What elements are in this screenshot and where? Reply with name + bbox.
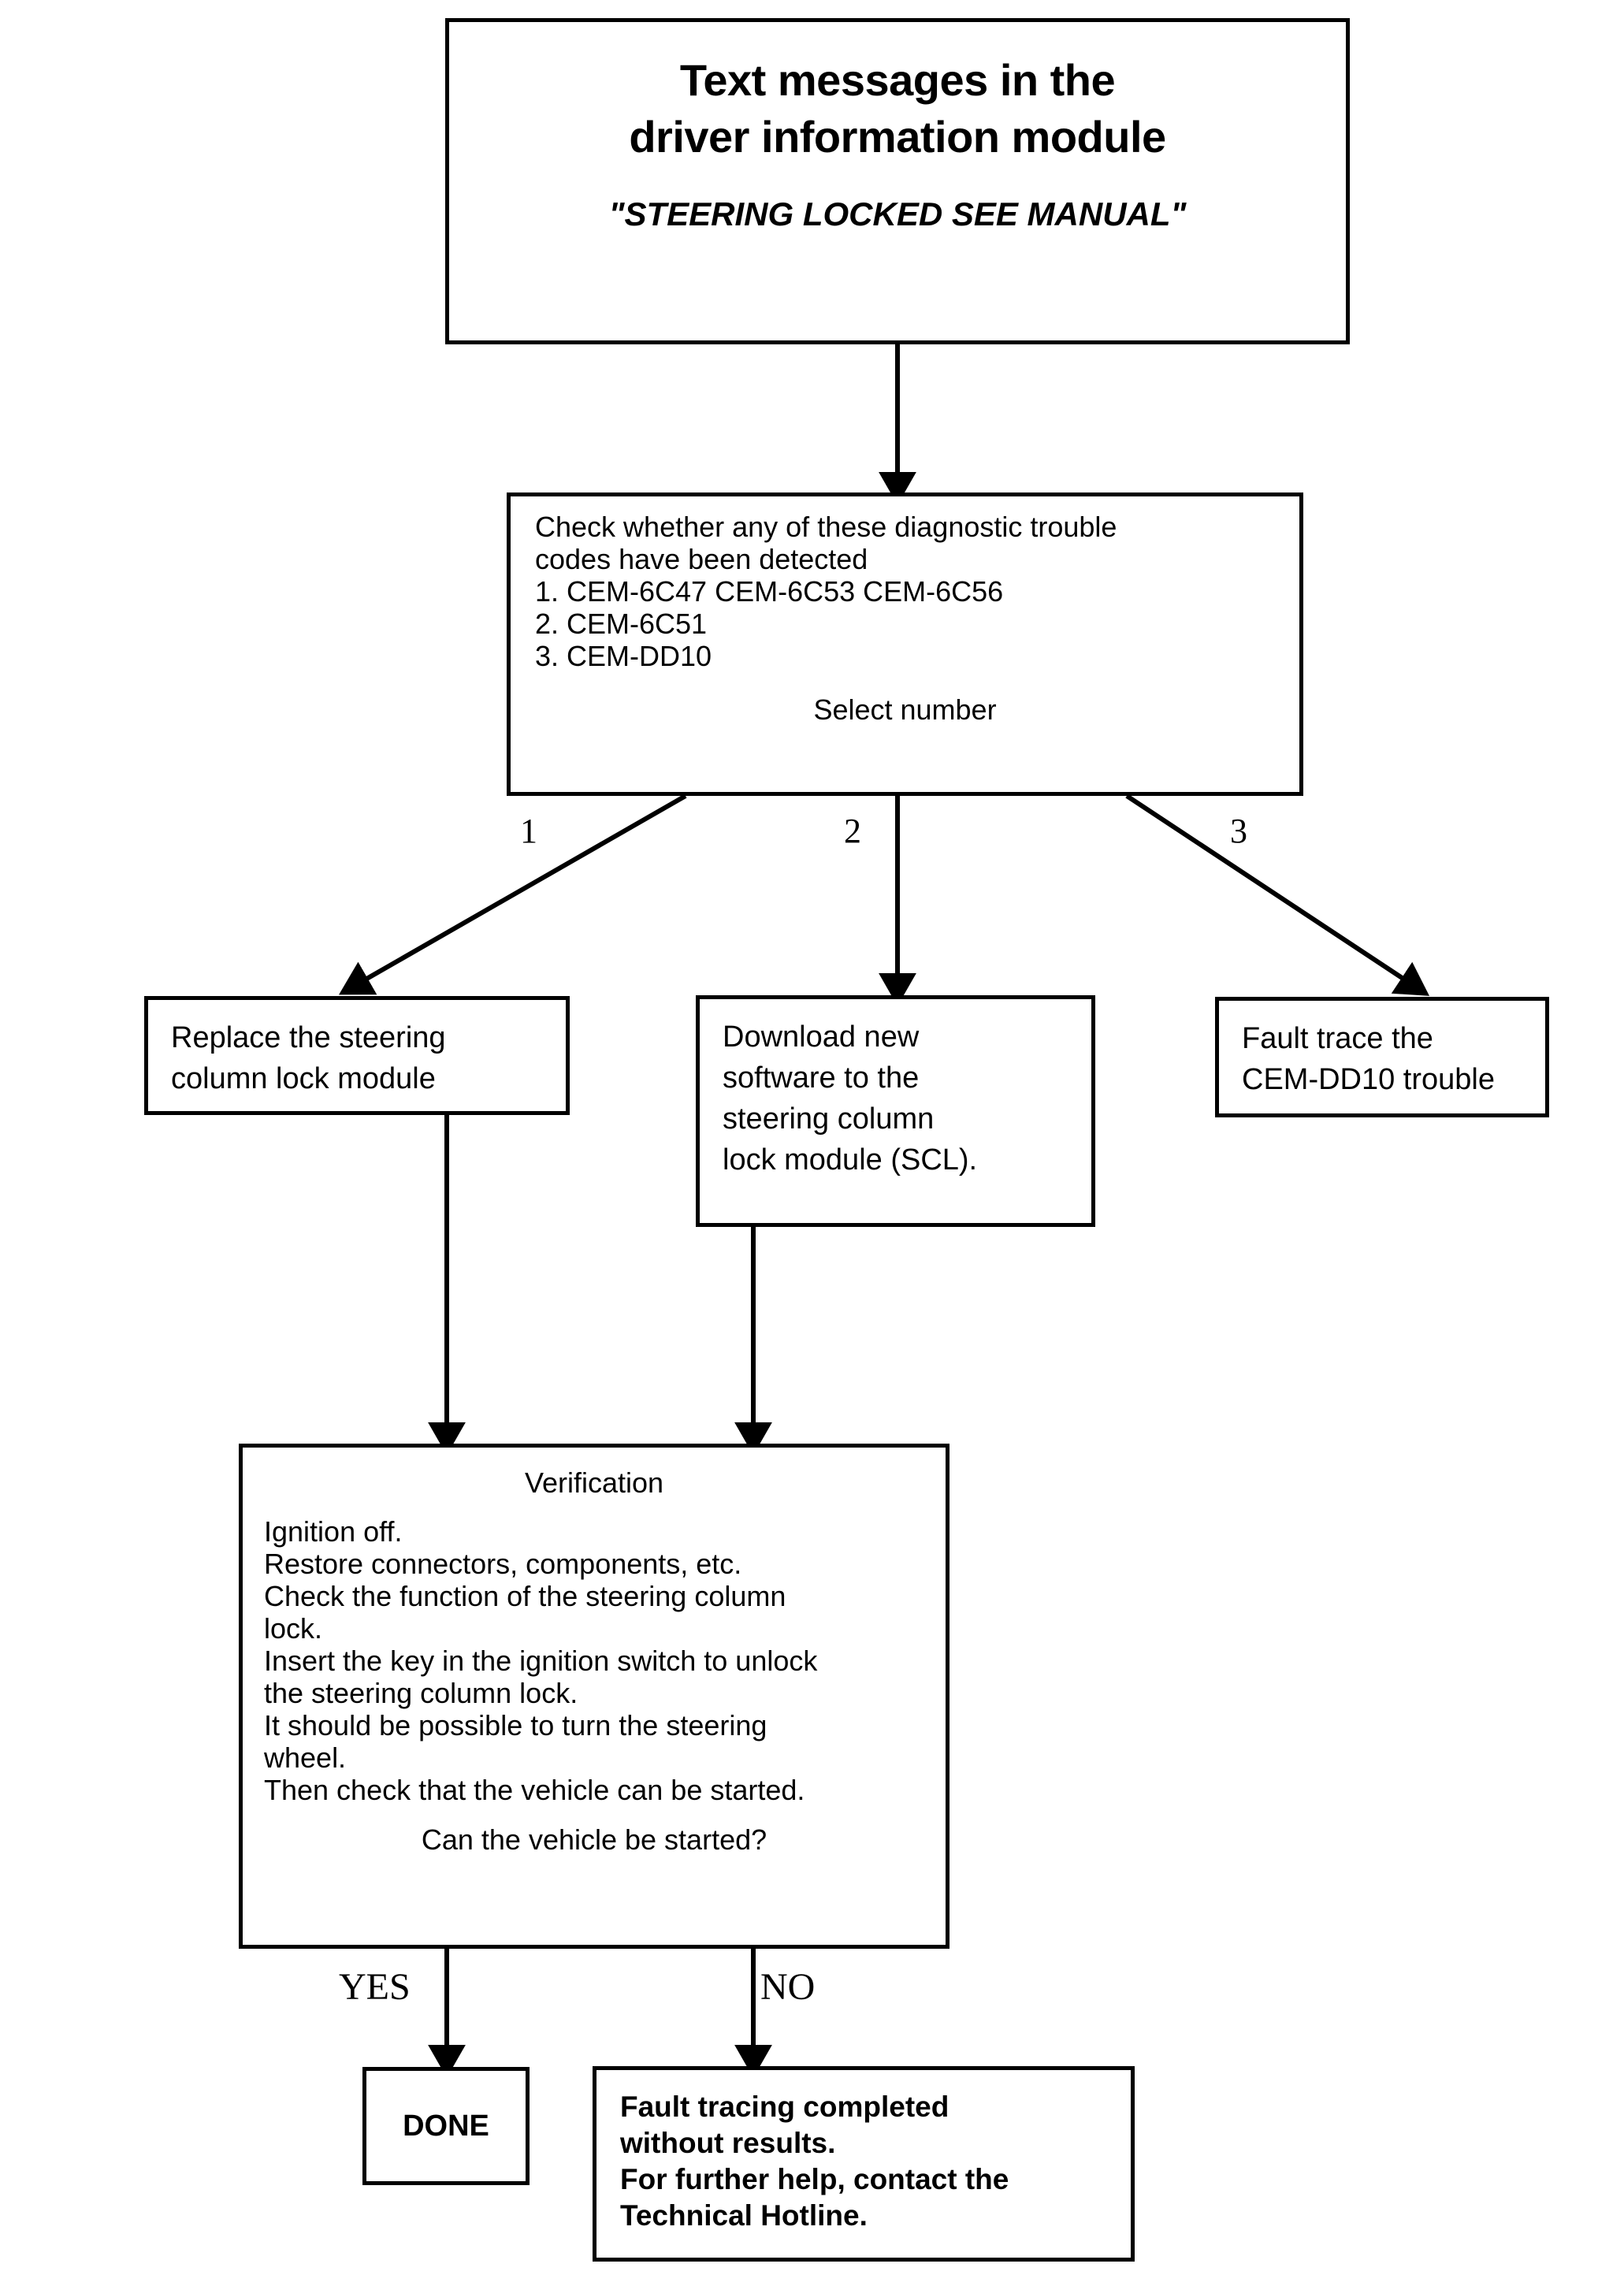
download-software-line-4: lock module (SCL). bbox=[723, 1143, 978, 1176]
replace-scl-line-1: Replace the steering bbox=[171, 1021, 446, 1054]
title-subtitle: "STEERING LOCKED SEE MANUAL" bbox=[608, 195, 1187, 232]
branch-label-3: 3 bbox=[1230, 812, 1247, 850]
branch-label-no: NO bbox=[760, 1966, 816, 2008]
branch-label-2: 2 bbox=[844, 812, 861, 850]
download-software-line-2: software to the bbox=[723, 1061, 920, 1095]
dtc-item-1: 1. CEM-6C47 CEM-6C53 CEM-6C56 bbox=[535, 575, 1004, 608]
title-line-1: Text messages in the bbox=[679, 55, 1116, 105]
branch-label-yes: YES bbox=[339, 1966, 411, 2008]
hotline-line-4: Technical Hotline. bbox=[620, 2199, 868, 2232]
fault-trace-line-1: Fault trace the bbox=[1242, 1022, 1433, 1055]
verification-line-6: the steering column lock. bbox=[264, 1677, 578, 1709]
verification-box: Verification Ignition off. Restore conne… bbox=[239, 1444, 950, 1949]
dtc-item-2: 2. CEM-6C51 bbox=[535, 608, 708, 640]
verification-heading: Verification bbox=[524, 1466, 664, 1499]
verification-line-1: Ignition off. bbox=[264, 1515, 403, 1548]
hotline-line-1: Fault tracing completed bbox=[620, 2091, 950, 2123]
dtc-item-3: 3. CEM-DD10 bbox=[535, 640, 712, 672]
action-box-replace-scl: Replace the steering column lock module bbox=[144, 996, 570, 1115]
download-software-line-3: steering column bbox=[723, 1102, 935, 1136]
verification-line-5: Insert the key in the ignition switch to… bbox=[264, 1645, 818, 1677]
replace-scl-line-2: column lock module bbox=[171, 1062, 436, 1095]
verification-question: Can the vehicle be started? bbox=[421, 1823, 767, 1856]
done-box: DONE bbox=[362, 2067, 530, 2185]
branch-label-1: 1 bbox=[520, 812, 537, 850]
connector-dtc-branch-1 bbox=[339, 794, 687, 995]
verification-line-8: wheel. bbox=[264, 1741, 347, 1774]
hotline-line-2: without results. bbox=[620, 2127, 836, 2159]
done-label: DONE bbox=[403, 2109, 489, 2143]
verification-line-7: It should be possible to turn the steeri… bbox=[264, 1709, 767, 1741]
verification-line-4: lock. bbox=[264, 1612, 323, 1645]
verification-line-3: Check the function of the steering colum… bbox=[264, 1580, 786, 1612]
verification-line-2: Restore connectors, components, etc. bbox=[264, 1548, 742, 1580]
hotline-box: Fault tracing completed without results.… bbox=[593, 2066, 1135, 2262]
title-line-2: driver information module bbox=[629, 112, 1166, 162]
fault-trace-line-2: CEM-DD10 trouble bbox=[1242, 1063, 1495, 1096]
dtc-intro-line-2: codes have been detected bbox=[535, 543, 868, 575]
hotline-line-3: For further help, contact the bbox=[620, 2163, 1009, 2195]
verification-line-9: Then check that the vehicle can be start… bbox=[264, 1774, 805, 1806]
download-software-line-1: Download new bbox=[723, 1020, 920, 1054]
dtc-check-box: Check whether any of these diagnostic tr… bbox=[507, 493, 1303, 796]
connector-dtc-branch-3 bbox=[1125, 794, 1430, 996]
dtc-intro-line-1: Check whether any of these diagnostic tr… bbox=[535, 511, 1117, 543]
title-box: Text messages in the driver information … bbox=[445, 18, 1350, 344]
action-box-download-software: Download new software to the steering co… bbox=[696, 995, 1095, 1227]
dtc-select-number-prompt: Select number bbox=[813, 693, 997, 726]
action-box-fault-trace: Fault trace the CEM-DD10 trouble bbox=[1215, 997, 1549, 1117]
